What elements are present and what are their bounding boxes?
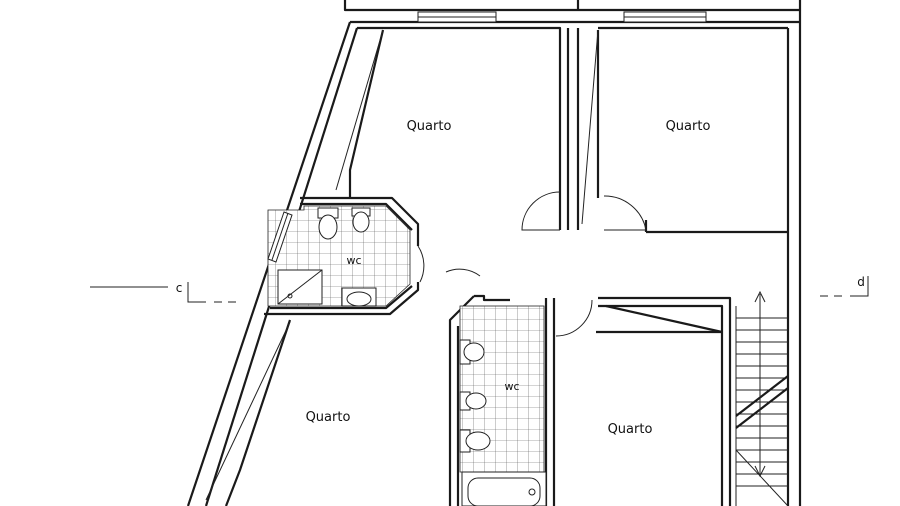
window-top-left <box>417 11 497 23</box>
bathtub-icon <box>461 471 547 506</box>
section-marker-left: c <box>90 281 236 303</box>
window-top-right <box>623 11 707 23</box>
hatch-lines <box>205 29 599 501</box>
sink-icon <box>341 287 377 307</box>
section-marker-right: d <box>820 275 869 297</box>
section-label-left: c <box>176 281 183 295</box>
section-label-right: d <box>857 275 865 289</box>
window-left <box>267 211 293 263</box>
room-label-quarto-bottom-left: Quarto <box>306 410 351 425</box>
bidet-icon <box>459 391 487 411</box>
wc-left-room <box>267 205 411 307</box>
room-label-quarto-bottom-right: Quarto <box>608 422 653 437</box>
room-label-quarto-top-left: Quarto <box>407 119 452 134</box>
sink-icon <box>459 429 491 453</box>
room-label-wc-left: wc <box>346 254 361 267</box>
staircase <box>735 290 789 506</box>
toilet-icon <box>459 339 485 365</box>
room-label-wc-center: wc <box>504 380 519 393</box>
toilet-icon <box>317 207 339 240</box>
wc-center-room <box>459 305 547 506</box>
bidet-icon <box>351 207 371 233</box>
room-label-quarto-top-right: Quarto <box>666 119 711 134</box>
interior-walls <box>224 26 788 506</box>
